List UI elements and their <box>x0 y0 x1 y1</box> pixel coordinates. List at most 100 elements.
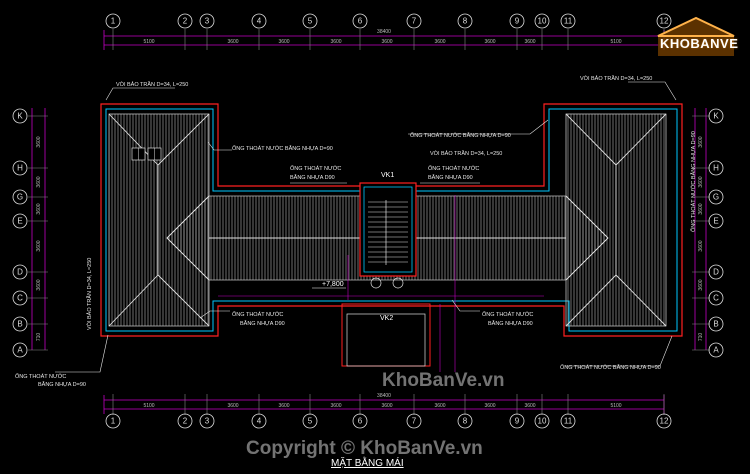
grid-label-1: 1 <box>111 417 116 426</box>
grid-bubble-D-left <box>12 264 28 280</box>
grid-label-B: B <box>713 320 718 329</box>
grid-bubble-K-right <box>708 108 724 124</box>
grid-label-D: D <box>713 268 719 277</box>
grid-bubble-G-left <box>12 189 28 205</box>
bottom-dim-value: 3600 <box>278 403 289 409</box>
grid-label-11: 11 <box>564 17 573 26</box>
khobanve-logo: KHOBANVE <box>650 14 742 62</box>
grid-bubble-B-right <box>708 316 724 332</box>
left-dim-value: 3600 <box>36 136 42 147</box>
bottom-dim-value: 3600 <box>227 403 238 409</box>
grid-label-12: 12 <box>660 17 669 26</box>
grid-bubble-3-bottom <box>199 413 215 429</box>
grid-bubble-5-top <box>302 13 318 29</box>
grid-label-K: K <box>17 112 23 121</box>
note-pipe-bottom-left-2: BẰNG NHỰA D=90 <box>38 380 86 388</box>
grid-label-2: 2 <box>183 17 188 26</box>
grid-bubble-G-right <box>708 189 724 205</box>
grid-bubble-2-bottom <box>177 413 193 429</box>
grid-label-4: 4 <box>257 17 262 26</box>
grid-bubble-12-bottom <box>656 413 672 429</box>
overall-dim-bottom: 38400 <box>377 393 391 399</box>
grid-label-9: 9 <box>515 417 520 426</box>
grid-bubble-K-left <box>12 108 28 124</box>
top-dim-value: 3600 <box>484 39 495 45</box>
note-pipe-bottom-center-1: ỐNG THOÁT NƯỚC <box>232 311 283 318</box>
bottom-dim-value: 5100 <box>610 403 621 409</box>
left-dim-value: 3600 <box>36 176 42 187</box>
drawing-title: MẶT BẰNG MÁI <box>331 458 404 469</box>
grid-label-5: 5 <box>308 417 313 426</box>
grid-bubble-E-left <box>12 213 28 229</box>
grid-bubble-C-right <box>708 290 724 306</box>
grid-bubble-11-bottom <box>560 413 576 429</box>
grid-label-4: 4 <box>257 417 262 426</box>
logo-house-icon <box>657 16 735 56</box>
grid-label-D: D <box>17 268 23 277</box>
note-pipe-bottom-left-1: ỐNG THOÁT NƯỚC <box>15 373 66 380</box>
grid-bubble-H-right <box>708 160 724 176</box>
bottom-dim-value: 3600 <box>330 403 341 409</box>
right-dim-value: 710 <box>698 333 704 342</box>
note-pipe-bottom-right-2: BẰNG NHỰA D90 <box>488 319 533 327</box>
grid-label-12: 12 <box>660 417 669 426</box>
stair-core <box>359 182 417 277</box>
interior-dim-lines <box>218 195 544 372</box>
grid-bubble-2-top <box>177 13 193 29</box>
note-gutter-left: VÒI BẢO TRẦN D=34, L=250 <box>116 81 188 88</box>
note-pipe-bottom-right-1: ỐNG THOÁT NƯỚC <box>482 311 533 318</box>
top-dim-value: 3600 <box>227 39 238 45</box>
grid-column-ticks <box>112 29 665 415</box>
bottom-dim-value: 3600 <box>381 403 392 409</box>
right-dim-value: 3600 <box>698 240 704 251</box>
note-pipe-center-left-2: BẰNG NHỰA D90 <box>290 173 335 181</box>
grid-bubble-9-top <box>509 13 525 29</box>
grid-bubble-5-bottom <box>302 413 318 429</box>
grid-bubble-4-top <box>251 13 267 29</box>
grid-label-11: 11 <box>564 417 573 426</box>
grid-bubble-1-bottom <box>105 413 121 429</box>
roof-outer-wall <box>100 103 683 337</box>
grid-label-G: G <box>17 193 23 202</box>
grid-bubble-3-top <box>199 13 215 29</box>
watermark-center: KhoBanVe.vn <box>382 370 505 391</box>
grid-label-B: B <box>17 320 22 329</box>
detail-bubble <box>370 277 382 289</box>
grid-bubble-1-top <box>105 13 121 29</box>
grid-row-ticks <box>28 115 710 351</box>
left-dimension-lines <box>31 108 46 350</box>
grid-label-E: E <box>713 217 718 226</box>
note-vertical-right: ỐNG THOÁT NƯỚC BẰNG NHỰA D=90 <box>689 131 697 232</box>
watermark-copyright: Copyright © KhoBanVe.vn <box>246 438 483 459</box>
grid-label-6: 6 <box>358 17 363 26</box>
grid-bubble-6-top <box>352 13 368 29</box>
grid-bubble-E-right <box>708 213 724 229</box>
grid-label-G: G <box>713 193 719 202</box>
note-gutter-right: VÒI BẢO TRẦN D=34, L=250 <box>580 75 652 82</box>
leader-lines <box>55 81 677 373</box>
grid-bubble-12-top <box>656 13 672 29</box>
grid-label-C: C <box>713 294 719 303</box>
note-pipe-bottom-right: ỐNG THOÁT NƯỚC BẰNG NHỰA D=90 <box>560 363 661 371</box>
bottom-dim-value: 5100 <box>143 403 154 409</box>
bottom-dim-value: 3600 <box>434 403 445 409</box>
grid-bubble-H-left <box>12 160 28 176</box>
grid-label-8: 8 <box>463 417 468 426</box>
grid-bubble-4-bottom <box>251 413 267 429</box>
grid-label-K: K <box>713 112 719 121</box>
room-label-vk1: VK1 <box>381 172 394 179</box>
right-dimension-lines <box>694 108 707 350</box>
grid-label-7: 7 <box>412 417 417 426</box>
grid-label-9: 9 <box>515 17 520 26</box>
detail-bubble <box>392 277 404 289</box>
note-pipe-center-right-1: ỐNG THOÁT NƯỚC <box>428 165 479 172</box>
left-dim-value: 3600 <box>36 240 42 251</box>
right-dim-value: 3600 <box>698 203 704 214</box>
top-dim-value: 3600 <box>330 39 341 45</box>
grid-label-A: A <box>713 346 719 355</box>
grid-bubble-C-left <box>12 290 28 306</box>
bottom-dim-value: 3600 <box>524 403 535 409</box>
vk2-block <box>341 303 431 367</box>
top-dim-value: 3600 <box>381 39 392 45</box>
note-pipe-top-left: ỐNG THOÁT NƯỚC BẰNG NHỰA D=90 <box>232 144 333 152</box>
